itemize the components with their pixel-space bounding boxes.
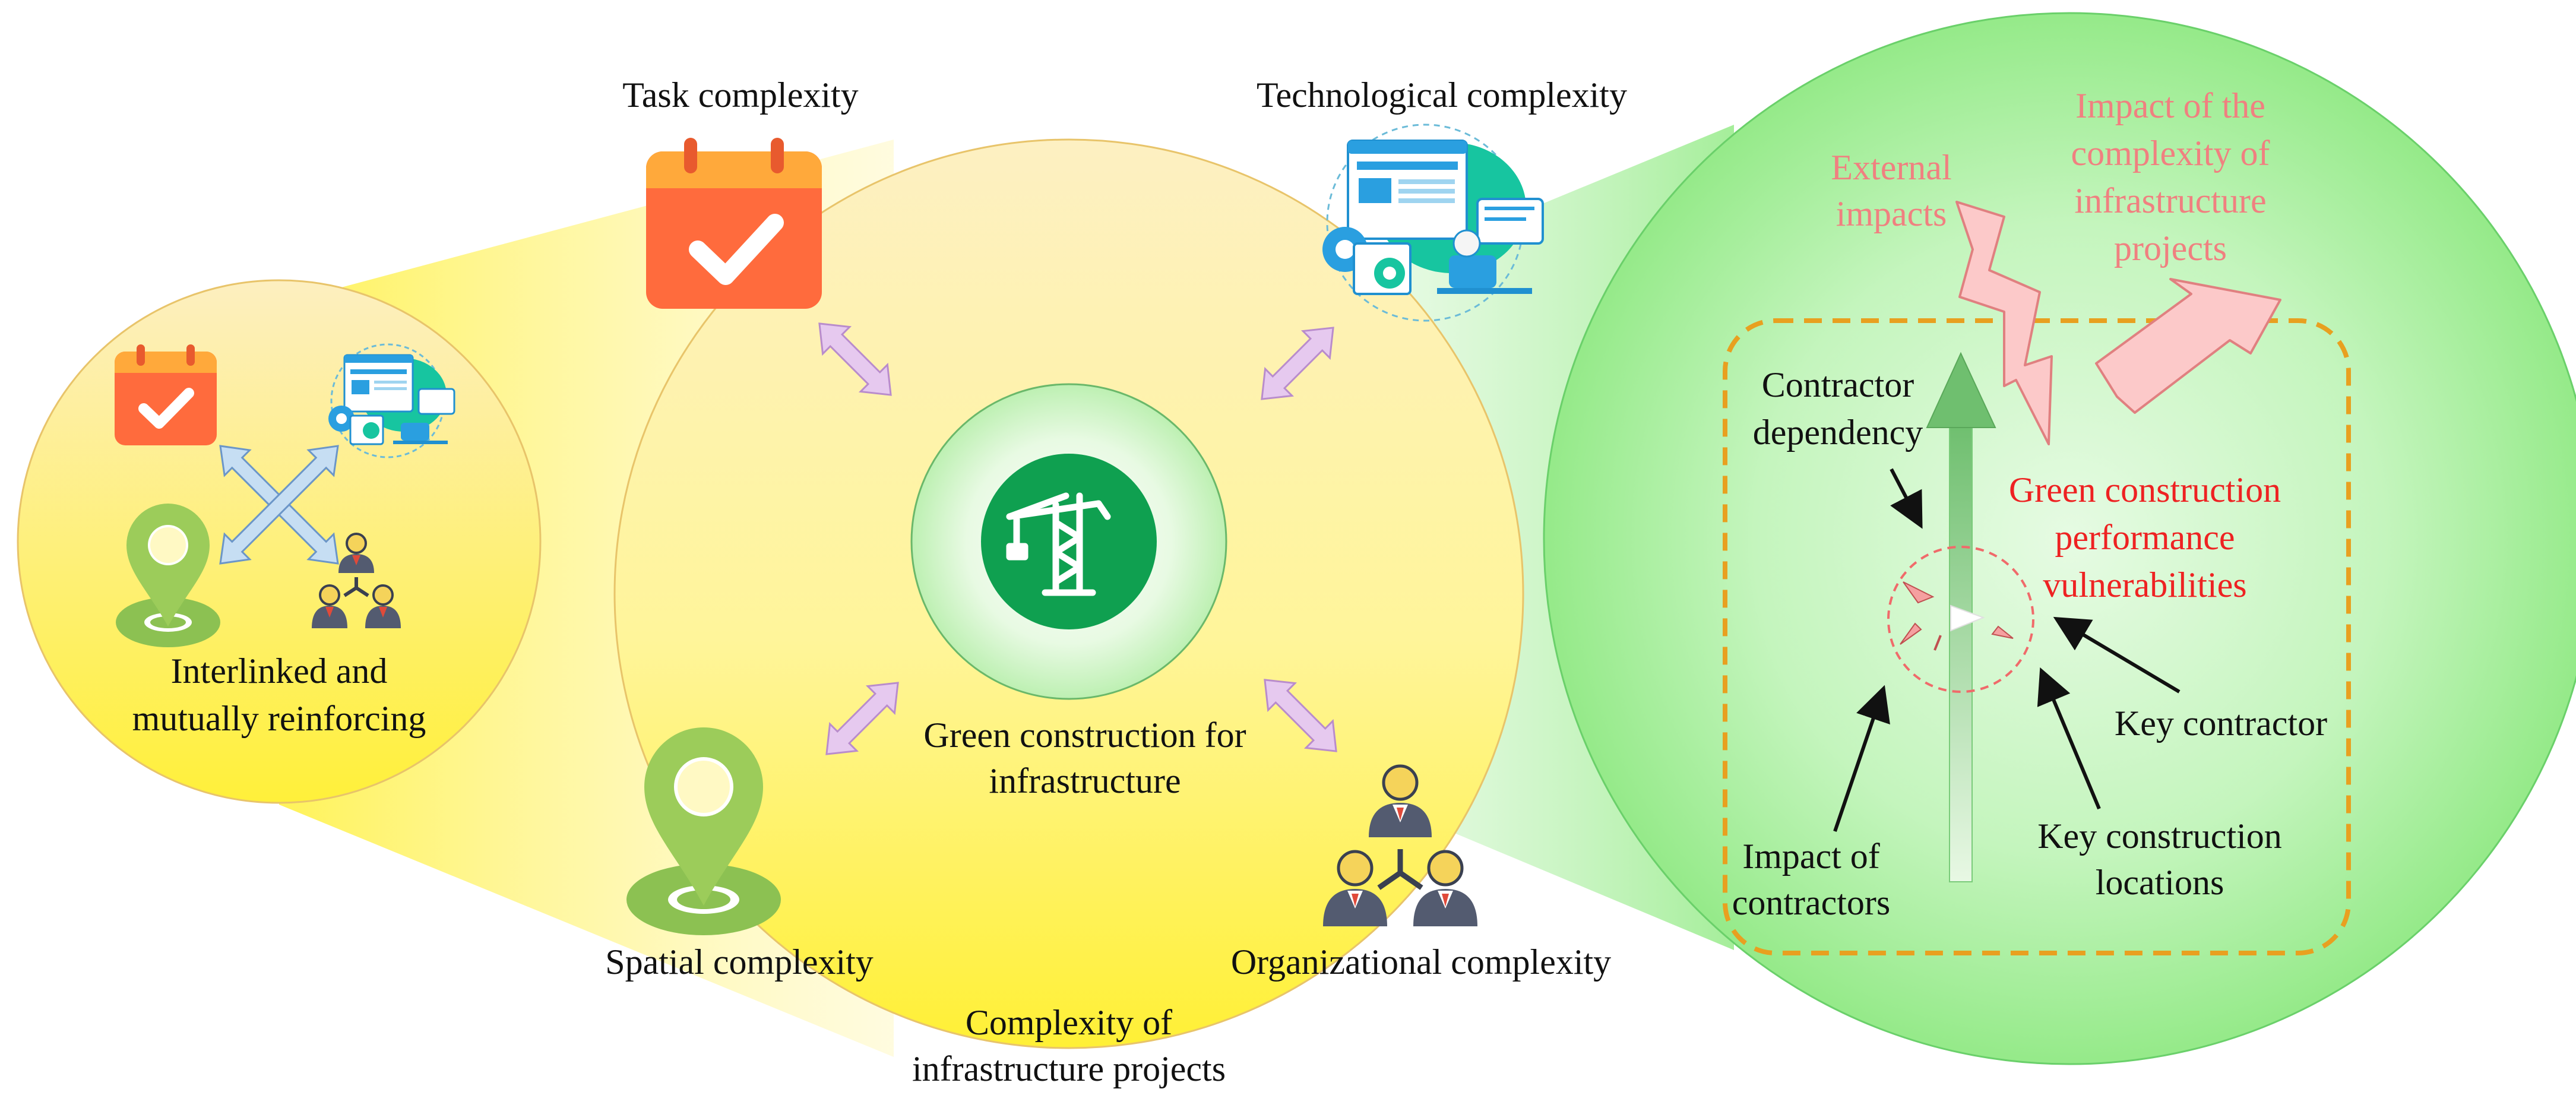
impact-arrow-icon [2095, 278, 2281, 414]
label-key-contractor: Key contractor [2115, 704, 2327, 743]
organization-people-icon-small [312, 533, 401, 628]
location-pin-icon-small [116, 504, 220, 647]
label-impact-contractors-line1: Impact of [1742, 837, 1880, 876]
web-development-icon [1322, 124, 1544, 322]
double-arrow-spatial [825, 682, 899, 755]
label-impact-line2: complexity of [2071, 134, 2270, 173]
label-contractor-dep-line1: Contractor [1762, 365, 1914, 404]
vulnerability-framework-box [1723, 318, 2351, 955]
label-external-line1: External [1831, 148, 1951, 187]
label-vuln-line2: performance [2055, 518, 2235, 557]
label-vuln-line3: vulnerabilities [2043, 565, 2246, 604]
label-key-locations-line2: locations [2096, 863, 2224, 902]
crane-icon [981, 454, 1157, 629]
label-technological-complexity: Technological complexity [1257, 75, 1627, 115]
arrow-key-locations [2037, 667, 2101, 810]
label-spatial-complexity: Spatial complexity [605, 942, 874, 982]
calendar-check-icon [646, 138, 822, 309]
calendar-check-icon-small [115, 344, 217, 445]
label-impact-line4: projects [2114, 229, 2227, 268]
double-arrow-technological [1261, 327, 1334, 400]
arrow-key-contractor [2053, 616, 2181, 694]
label-task-complexity: Task complexity [622, 75, 858, 115]
location-pin-icon [626, 727, 781, 935]
label-impact-line1: Impact of the [2075, 86, 2265, 125]
label-center-line2: infrastructure [989, 761, 1181, 800]
label-vuln-line1: Green construction [2009, 470, 2281, 509]
label-key-locations-line1: Key construction [2037, 816, 2282, 856]
label-impact-line3: infrastructure [2074, 181, 2266, 220]
label-left-line1: Interlinked and [171, 651, 388, 691]
label-complexity-line2: infrastructure projects [912, 1049, 1226, 1088]
lightning-bolt-icon [1955, 201, 2053, 445]
label-complexity-line1: Complexity of [966, 1003, 1172, 1042]
label-contractor-dep-line2: dependency [1753, 413, 1923, 452]
vulnerability-circle [1543, 12, 2576, 1065]
label-impact-contractors-line2: contractors [1732, 883, 1891, 922]
double-arrow-task [818, 322, 892, 396]
vulnerability-target-icon [1887, 546, 2034, 693]
label-organizational-complexity: Organizational complexity [1231, 942, 1611, 982]
organization-people-icon [1323, 764, 1477, 926]
label-left-line2: mutually reinforcing [132, 699, 426, 738]
double-arrow-organizational [1264, 679, 1337, 752]
arrow-impact-contractors [1833, 685, 1890, 832]
label-center-line1: Green construction for [923, 716, 1246, 755]
arrow-contractor-dependency [1890, 468, 1923, 529]
up-arrow-icon [1926, 352, 1996, 882]
label-external-line2: impacts [1836, 194, 1947, 233]
web-development-icon-small [328, 343, 455, 458]
four-way-arrow-icon [219, 445, 339, 565]
